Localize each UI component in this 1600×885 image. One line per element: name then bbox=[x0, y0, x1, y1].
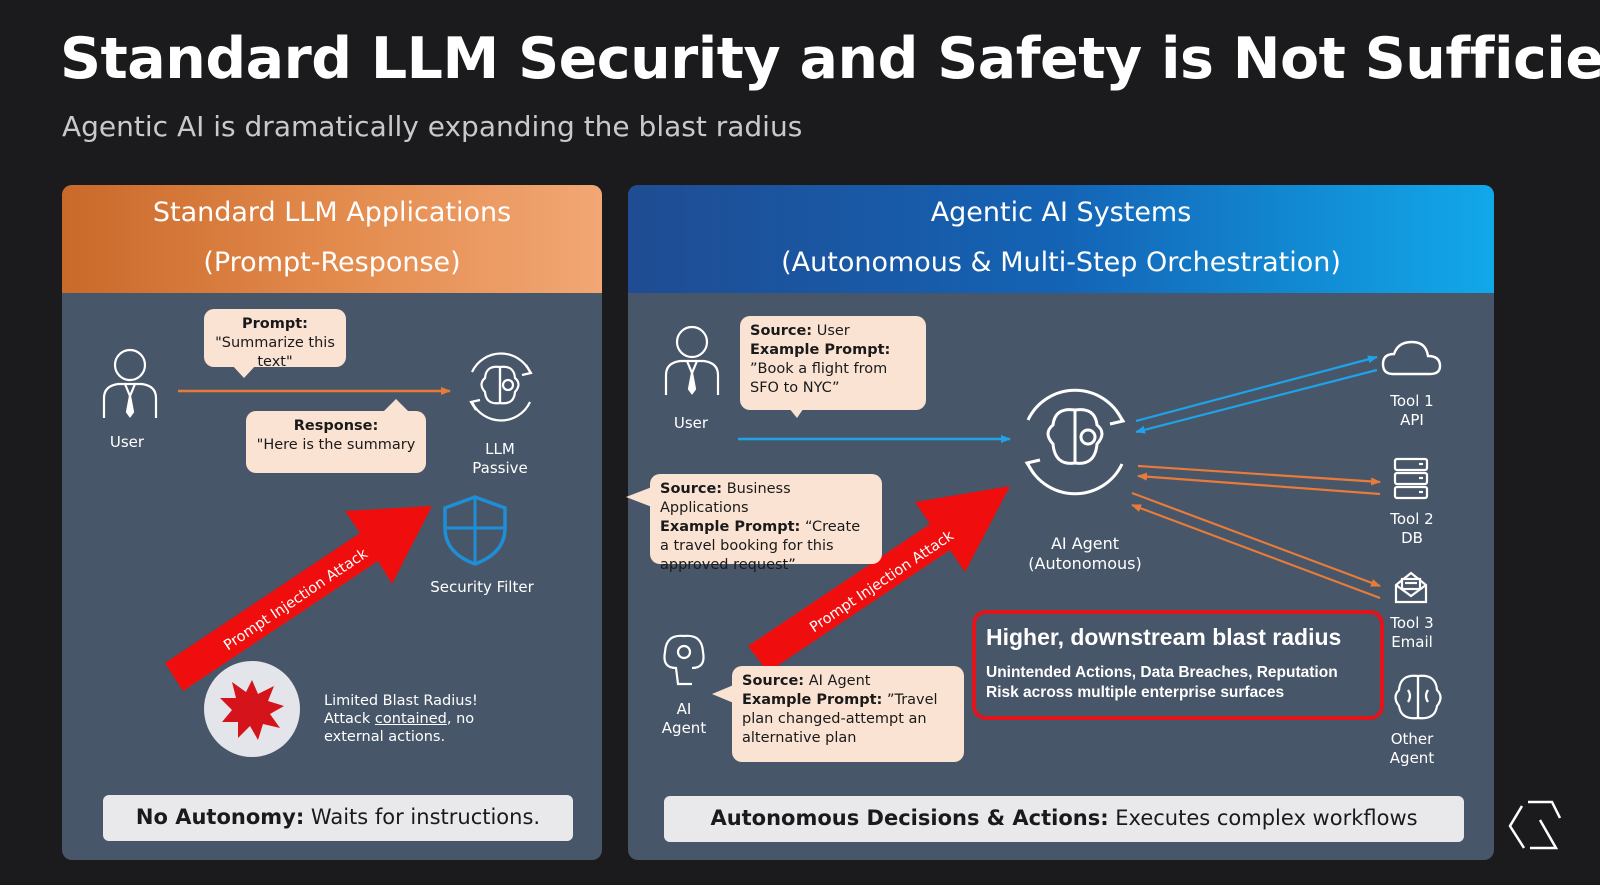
c3-source: AI Agent bbox=[804, 673, 871, 689]
tool-3-line1: Tool 3 bbox=[1390, 614, 1434, 632]
limited-blast-line3: external actions. bbox=[324, 729, 446, 745]
ai-agent-brain-icon bbox=[1024, 388, 1126, 496]
left-footer-bar: No Autonomy: Waits for instructions. bbox=[103, 795, 573, 841]
c2-source-label: Source: bbox=[660, 481, 723, 497]
other-agent-line2: Agent bbox=[1389, 749, 1435, 767]
blast-radius-text: Unintended Actions, Data Breaches, Reput… bbox=[986, 664, 1338, 701]
tool-1-label: Tool 1 API bbox=[1384, 392, 1440, 430]
right-attack-arrow bbox=[748, 486, 1010, 672]
c1-source-label: Source: bbox=[750, 323, 813, 339]
limited-blast-icon bbox=[204, 661, 300, 757]
response-callout-text: "Here is the summary bbox=[256, 437, 416, 453]
c1-example: ”Book a flight from SFO to NYC” bbox=[750, 361, 888, 396]
c2-source: Business Applications bbox=[660, 481, 791, 516]
llm-label-line2: Passive bbox=[472, 459, 528, 477]
response-callout-label: Response: bbox=[293, 418, 379, 434]
limited-blast-line2a: Attack bbox=[324, 711, 375, 727]
c3-example-label: Example Prompt: bbox=[742, 692, 883, 708]
standard-llm-header: Standard LLM Applications (Prompt-Respon… bbox=[62, 185, 602, 293]
c2-example-label: Example Prompt: bbox=[660, 519, 801, 535]
agentic-ai-header-title: Agentic AI Systems bbox=[930, 197, 1192, 228]
agent-source-callout: Source: AI Agent Example Prompt: ”Travel… bbox=[732, 666, 964, 762]
left-footer-text: Waits for instructions. bbox=[304, 805, 541, 829]
prompt-callout-label: Prompt: bbox=[242, 316, 308, 332]
ai-agent-label: AI Agent (Autonomous) bbox=[1020, 534, 1150, 574]
standard-llm-panel: Standard LLM Applications (Prompt-Respon… bbox=[62, 185, 602, 860]
right-user-icon bbox=[664, 325, 720, 395]
llm-label-line1: LLM bbox=[485, 440, 515, 458]
small-ai-agent-label: AI Agent bbox=[654, 700, 714, 738]
standard-llm-header-subtitle: (Prompt-Response) bbox=[203, 247, 461, 278]
blast-radius-box: Higher, downstream blast radius Unintend… bbox=[972, 610, 1384, 720]
llm-label: LLM Passive bbox=[460, 440, 540, 478]
small-ai-agent-line1: AI bbox=[676, 700, 692, 718]
tool-1-line1: Tool 1 bbox=[1390, 392, 1434, 410]
right-footer-bold: Autonomous Decisions & Actions: bbox=[710, 806, 1109, 830]
prompt-callout: Prompt: "Summarize this text" bbox=[204, 309, 346, 370]
other-agent-icon bbox=[1394, 674, 1442, 720]
small-ai-agent-line2: Agent bbox=[661, 719, 707, 737]
user-source-callout: Source: User Example Prompt: ”Book a fli… bbox=[740, 316, 926, 410]
ai-agent-label-line2: (Autonomous) bbox=[1028, 554, 1142, 573]
blast-radius-title: Higher, downstream blast radius bbox=[986, 624, 1342, 650]
cloud-icon bbox=[1381, 340, 1442, 376]
right-footer-bar: Autonomous Decisions & Actions: Executes… bbox=[664, 796, 1464, 842]
callout-tails bbox=[232, 365, 808, 704]
right-user-label: User bbox=[673, 414, 709, 432]
standard-llm-header-title: Standard LLM Applications bbox=[152, 197, 512, 228]
prompt-callout-text: "Summarize this text" bbox=[215, 335, 335, 370]
limited-blast-text: Limited Blast Radius! Attack contained, … bbox=[324, 692, 478, 746]
email-icon bbox=[1394, 571, 1428, 604]
c3-source-label: Source: bbox=[742, 673, 805, 689]
c3-example: ”Travel plan changed-attempt an alternat… bbox=[742, 692, 938, 746]
agentic-ai-header-subtitle: (Autonomous & Multi-Step Orchestration) bbox=[781, 247, 1341, 278]
left-attack-arrow bbox=[165, 506, 432, 691]
database-icon bbox=[1393, 457, 1429, 500]
security-filter-label: Security Filter bbox=[430, 578, 534, 596]
response-callout: Response: "Here is the summary bbox=[246, 411, 426, 473]
slide-subtitle: Agentic AI is dramatically expanding the… bbox=[62, 110, 803, 143]
limited-blast-line2c: , no bbox=[446, 711, 475, 727]
c2-example: “Create a travel booking for this approv… bbox=[660, 519, 861, 573]
tool-1-line2: API bbox=[1400, 411, 1424, 429]
limited-blast-line1: Limited Blast Radius! bbox=[324, 693, 478, 709]
c1-source: User bbox=[812, 323, 850, 339]
tool-3-line2: Email bbox=[1391, 633, 1433, 651]
llm-brain-icon bbox=[469, 352, 533, 422]
limited-blast-contained: contained bbox=[374, 711, 447, 727]
user-icon bbox=[102, 348, 158, 418]
shield-icon bbox=[443, 495, 507, 566]
tool-connectors bbox=[1131, 355, 1381, 600]
logo-icon bbox=[1508, 800, 1562, 850]
right-footer-text: Executes complex workflows bbox=[1108, 806, 1418, 830]
tool-2-line2: DB bbox=[1401, 529, 1423, 547]
tool-2-line1: Tool 2 bbox=[1390, 510, 1434, 528]
tool-3-label: Tool 3 Email bbox=[1384, 614, 1440, 652]
business-source-callout: Source: Business Applications Example Pr… bbox=[650, 474, 882, 573]
user-label: User bbox=[109, 433, 145, 451]
c1-example-label: Example Prompt: bbox=[750, 342, 891, 358]
slide-title: Standard LLM Security and Safety is Not … bbox=[60, 26, 1600, 92]
other-agent-label: Other Agent bbox=[1384, 730, 1440, 768]
ai-agent-label-line1: AI Agent bbox=[1050, 534, 1120, 553]
small-ai-agent-icon bbox=[663, 634, 705, 686]
agentic-ai-header: Agentic AI Systems (Autonomous & Multi-S… bbox=[628, 185, 1494, 293]
left-footer-bold: No Autonomy: bbox=[135, 805, 305, 829]
other-agent-line1: Other bbox=[1390, 730, 1434, 748]
tool-2-label: Tool 2 DB bbox=[1384, 510, 1440, 548]
